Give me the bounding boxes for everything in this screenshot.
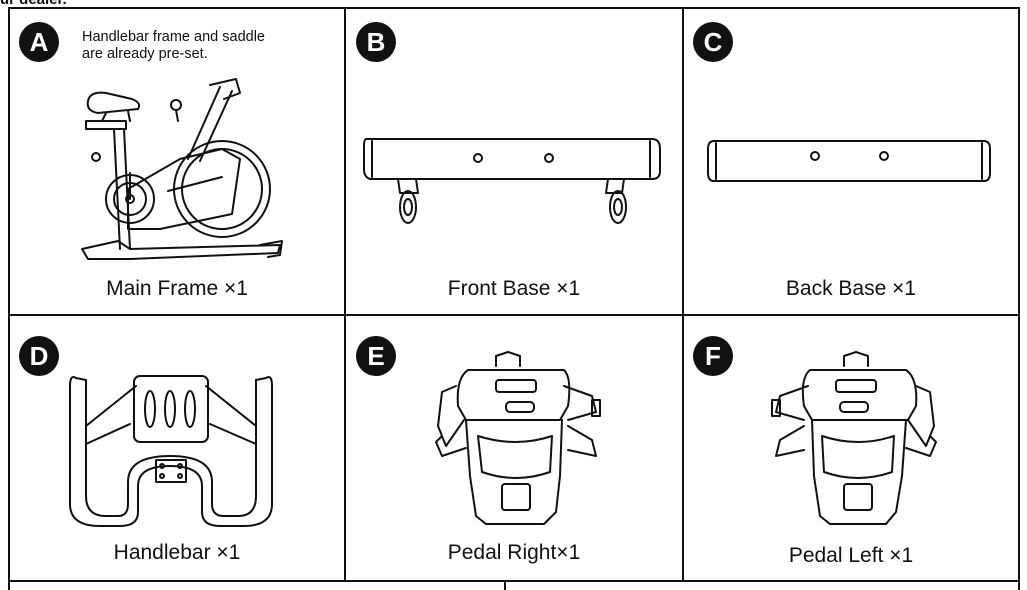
part-badge: E — [356, 336, 396, 376]
part-cell-front-base: B Front Base ×1 — [346, 9, 682, 314]
part-caption: Pedal Right×1 — [447, 541, 581, 564]
note-line: are already pre-set. — [82, 46, 208, 62]
part-cell-main-frame: A Handlebar frame and saddle are already… — [10, 9, 344, 314]
part-cell-back-base: C Back Base ×1 — [684, 9, 1018, 314]
parts-grid — [8, 7, 1020, 582]
part-badge: C — [693, 22, 733, 62]
part-cell-pedal-left: F Pedal Left ×1 — [684, 316, 1018, 582]
pedal-left-illustration — [771, 351, 937, 525]
note-line: Handlebar frame and saddle — [82, 29, 265, 45]
divider — [344, 7, 346, 582]
part-caption: Handlebar ×1 — [113, 541, 241, 564]
part-cell-handlebar: D Handlebar ×1 — [10, 316, 344, 582]
part-badge: F — [693, 336, 733, 376]
part-badge: B — [356, 22, 396, 62]
divider — [504, 582, 506, 590]
divider — [682, 7, 684, 582]
main-frame-illustration — [81, 78, 283, 260]
next-row-edge — [8, 582, 1020, 590]
part-cell-pedal-right: E Pedal Right×1 — [346, 316, 682, 582]
part-caption: Main Frame ×1 — [106, 277, 248, 300]
part-caption: Pedal Left ×1 — [788, 544, 914, 567]
divider — [8, 314, 1020, 316]
back-base-illustration — [707, 140, 991, 182]
pedal-right-illustration — [435, 351, 601, 525]
front-base-illustration — [363, 138, 661, 224]
preset-note: Handlebar frame and saddle are already p… — [82, 29, 265, 63]
part-badge: D — [19, 336, 59, 376]
part-badge: A — [19, 22, 59, 62]
handlebar-illustration — [69, 375, 273, 527]
part-caption: Back Base ×1 — [785, 277, 917, 300]
cut-off-header-text: ur dealer. — [0, 0, 67, 8]
part-caption: Front Base ×1 — [447, 277, 581, 300]
